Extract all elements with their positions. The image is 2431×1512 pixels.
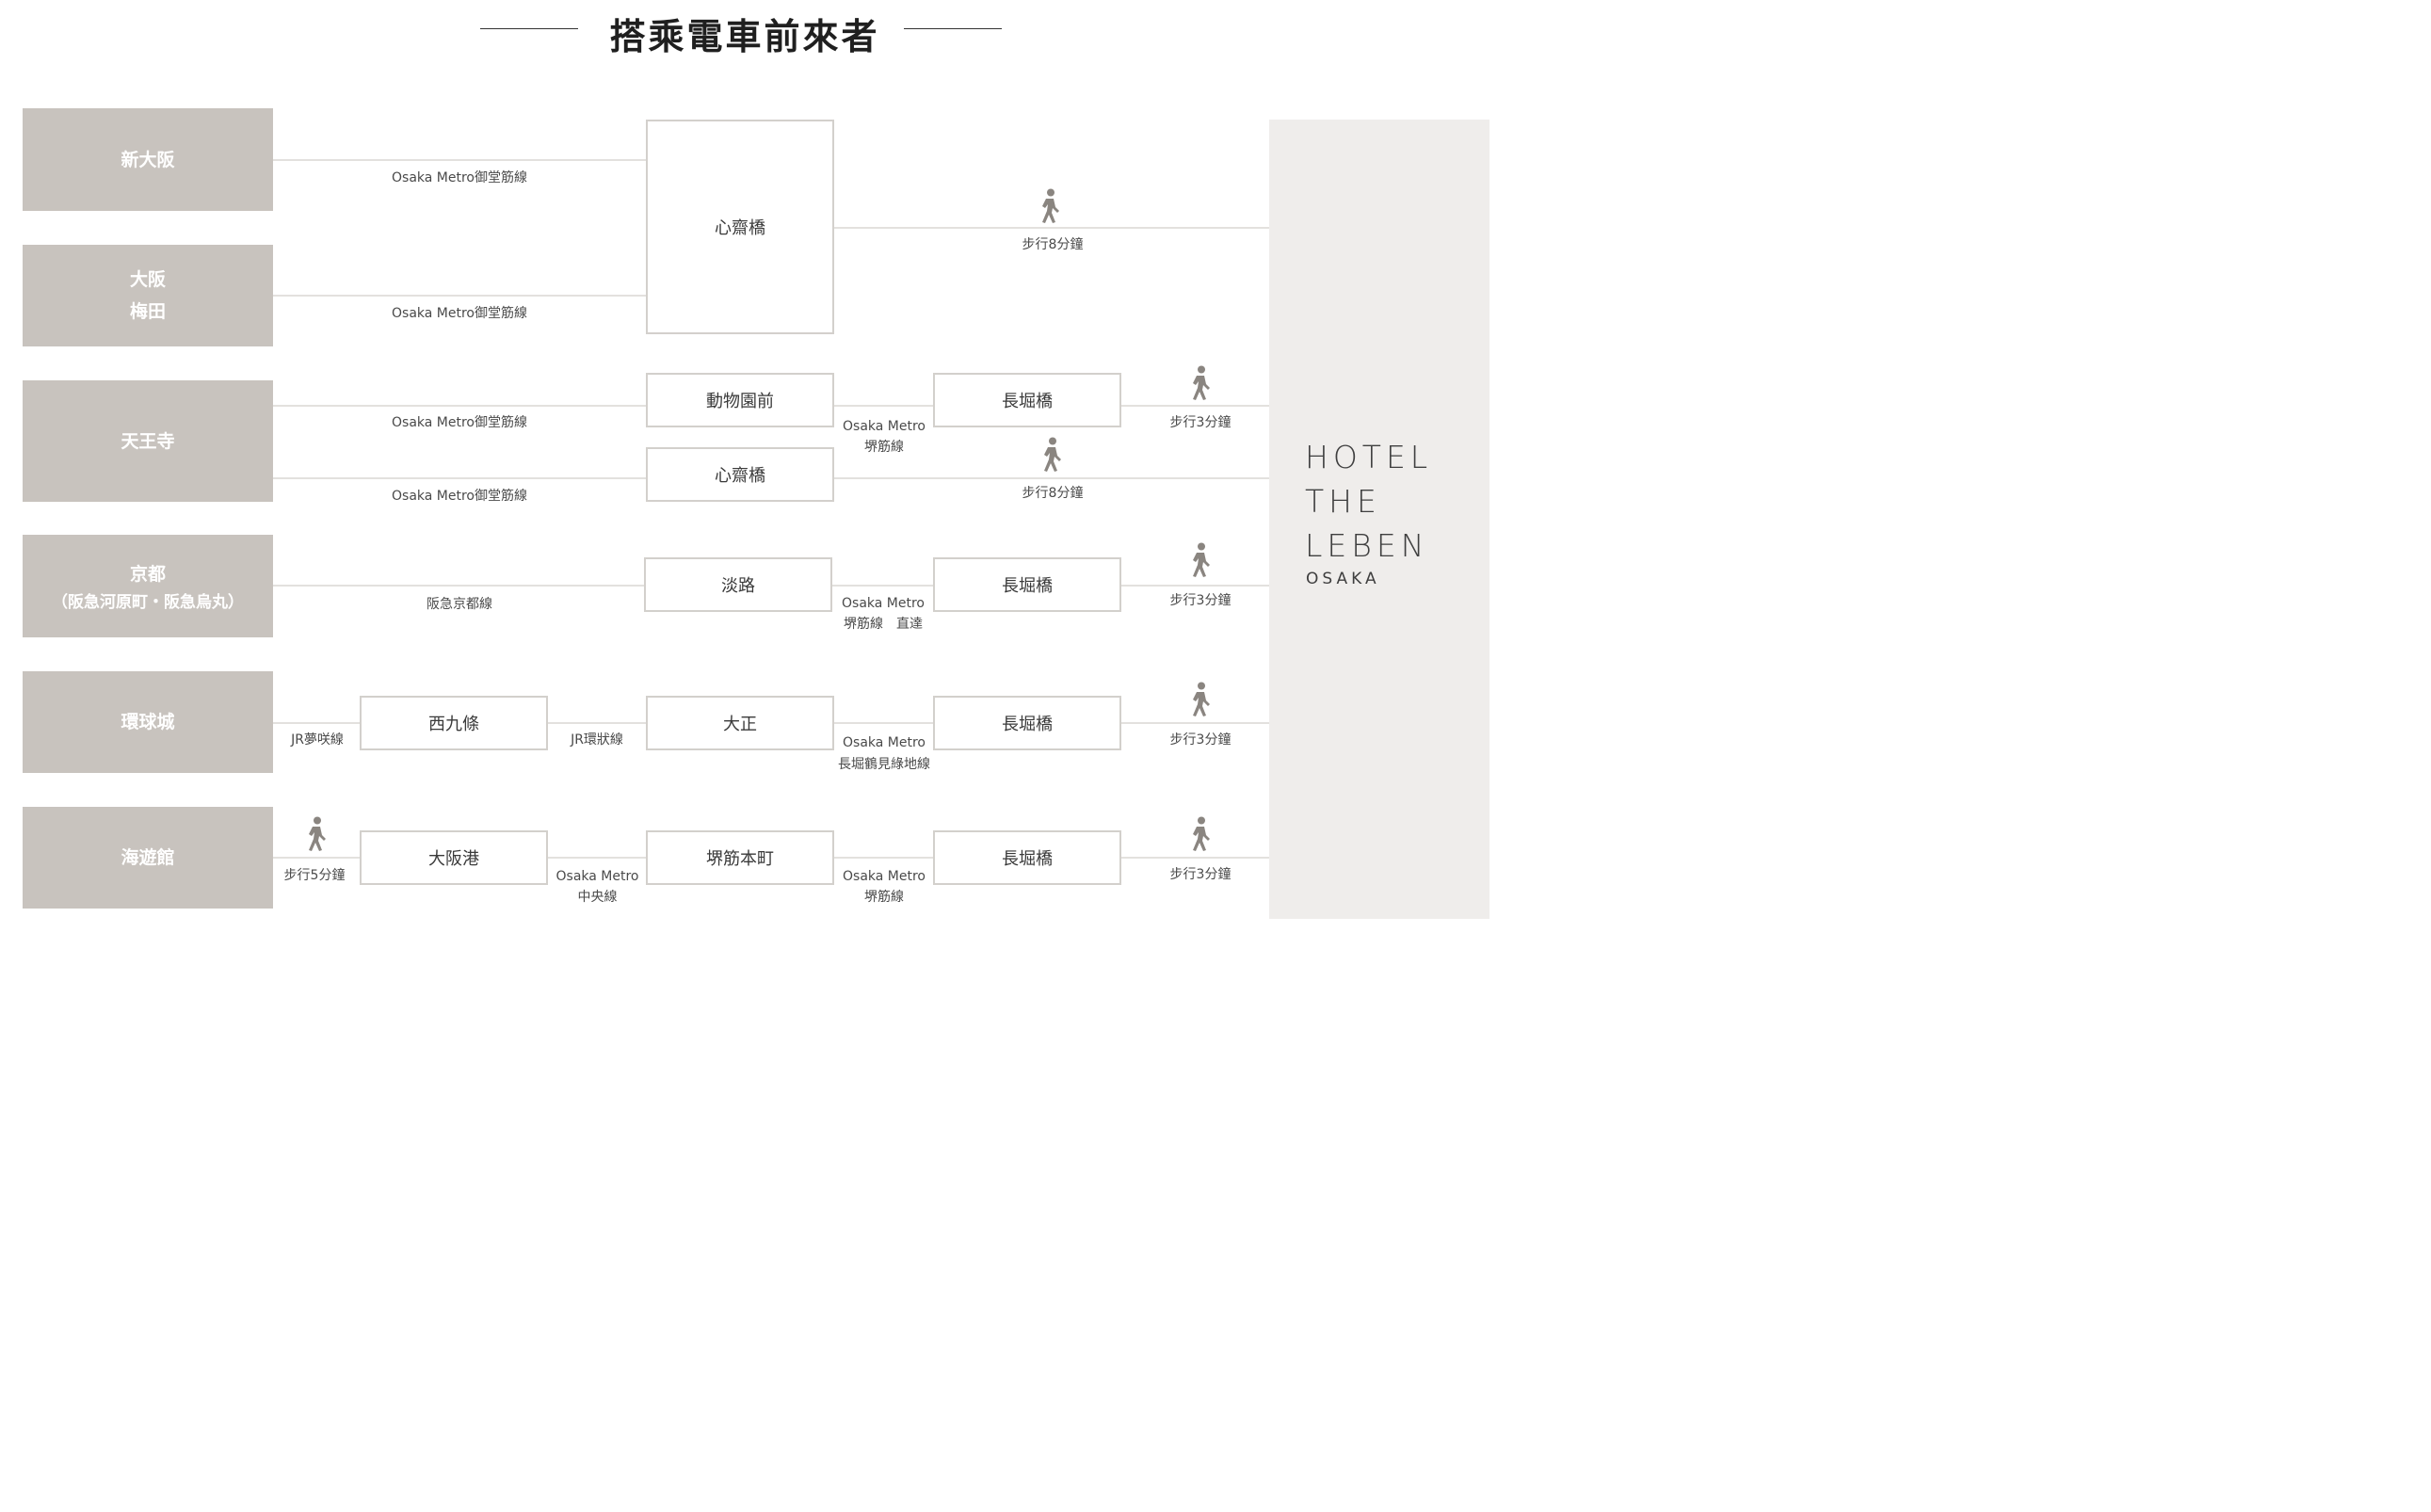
route-line — [1121, 722, 1269, 724]
line-label-hankyu-kyoto: 阪急京都線 — [427, 597, 492, 612]
route-line — [834, 477, 1269, 479]
origin-kyoto: 京都 （阪急河原町・阪急烏丸） — [23, 535, 273, 637]
walking-person-icon — [1187, 365, 1214, 401]
line-label-sakaisuji-direct: 堺筋線 直達 — [844, 617, 923, 632]
station-nishikujo: 西九條 — [360, 696, 548, 750]
hotel-name: HOTEL THE LEBEN — [1305, 435, 1432, 568]
hotel-name-line3: LEBEN — [1305, 527, 1429, 564]
origin-label-line2: （阪急河原町・阪急烏丸） — [52, 592, 244, 612]
route-line — [834, 227, 1269, 229]
station-nagahoribashi: 長堀橋 — [933, 373, 1121, 427]
origin-universal-city: 環球城 — [23, 671, 273, 773]
walking-person-icon — [1038, 437, 1065, 473]
title-right-rule — [904, 28, 1002, 29]
station-osakako: 大阪港 — [360, 830, 548, 885]
line-label-sakaisuji-2: 堺筋線 — [864, 890, 904, 905]
route-line — [548, 857, 647, 859]
route-line — [273, 159, 647, 161]
hotel-name-line2: THE — [1305, 483, 1381, 520]
route-line — [273, 585, 645, 587]
route-line — [834, 857, 934, 859]
route-line — [1121, 585, 1269, 587]
station-shinsaibashi: 心齋橋 — [646, 120, 834, 334]
station-nagahoribashi: 長堀橋 — [933, 830, 1121, 885]
route-line — [1121, 857, 1269, 859]
walking-person-icon — [303, 816, 330, 852]
walk-time-label: 步行3分鐘 — [1169, 732, 1232, 748]
origin-label: 環球城 — [121, 712, 175, 732]
walk-time-label: 步行3分鐘 — [1169, 415, 1232, 430]
walk-time-label: 步行8分鐘 — [1022, 486, 1084, 501]
route-line — [548, 722, 647, 724]
walk-time-label: 步行3分鐘 — [1169, 867, 1232, 882]
walking-person-icon — [1187, 816, 1214, 852]
station-awaji: 淡路 — [644, 557, 832, 612]
route-line — [1121, 405, 1269, 407]
origin-label-line1: 大阪 — [129, 269, 166, 290]
station-taisho: 大正 — [646, 696, 834, 750]
origin-shin-osaka: 新大阪 — [23, 108, 273, 211]
station-shinsaibashi: 心齋橋 — [646, 447, 834, 502]
line-label-jr-yumesaki: JR夢咲線 — [291, 732, 344, 748]
origin-tennoji: 天王寺 — [23, 380, 273, 502]
origin-kaiyukan: 海遊館 — [23, 807, 273, 909]
line-label-sakaisuji-2: 堺筋線 — [864, 440, 904, 455]
walking-person-icon — [1187, 682, 1214, 717]
line-label-midosuji: Osaka Metro御堂筋線 — [392, 489, 527, 504]
origin-label: 新大阪 — [121, 149, 175, 170]
line-label-jr-loop: JR環狀線 — [571, 732, 623, 748]
line-label-sakaisuji-1: Osaka Metro — [842, 596, 925, 611]
line-label-midosuji: Osaka Metro御堂筋線 — [392, 170, 527, 185]
line-label-midosuji: Osaka Metro御堂筋線 — [392, 306, 527, 321]
page-title: 搭乘電車前來者 — [609, 16, 880, 57]
route-line — [273, 295, 647, 297]
route-line — [834, 722, 934, 724]
route-line — [273, 722, 361, 724]
hotel-name-line1: HOTEL — [1305, 439, 1433, 475]
line-label-chuo-1: Osaka Metro — [555, 869, 639, 884]
route-line — [273, 477, 647, 479]
station-dobutsuen-mae: 動物園前 — [646, 373, 834, 427]
walk-time-label: 步行5分鐘 — [283, 868, 346, 883]
page-header: 搭乘電車前來者 — [0, 0, 1489, 60]
origin-osaka-umeda: 大阪 梅田 — [23, 245, 273, 346]
walk-time-label: 步行8分鐘 — [1022, 237, 1084, 252]
route-line — [273, 405, 647, 407]
route-line — [834, 405, 934, 407]
line-label-nagahori-tsurumi-1: Osaka Metro — [843, 735, 926, 750]
line-label-sakaisuji-1: Osaka Metro — [843, 419, 926, 434]
route-line — [273, 857, 361, 859]
walking-person-icon — [1037, 188, 1063, 224]
origin-label-line1: 京都 — [129, 563, 166, 585]
station-nagahoribashi: 長堀橋 — [933, 696, 1121, 750]
walk-time-label: 步行3分鐘 — [1169, 593, 1232, 608]
route-line — [832, 585, 934, 587]
line-label-sakaisuji-1: Osaka Metro — [843, 869, 926, 884]
station-nagahoribashi: 長堀橋 — [933, 557, 1121, 612]
origin-label: 天王寺 — [121, 430, 175, 452]
line-label-nagahori-tsurumi-2: 長堀鶴見綠地線 — [838, 757, 930, 772]
hotel-city: OSAKA — [1306, 570, 1380, 588]
walking-person-icon — [1187, 542, 1214, 578]
line-label-midosuji: Osaka Metro御堂筋線 — [392, 415, 527, 430]
hotel-destination-panel — [1269, 120, 1489, 919]
title-left-rule — [480, 28, 578, 29]
origin-label-line2: 梅田 — [129, 301, 166, 322]
station-sakaisuji-honmachi: 堺筋本町 — [646, 830, 834, 885]
origin-label: 海遊館 — [121, 847, 175, 868]
line-label-chuo-2: 中央線 — [577, 890, 618, 905]
